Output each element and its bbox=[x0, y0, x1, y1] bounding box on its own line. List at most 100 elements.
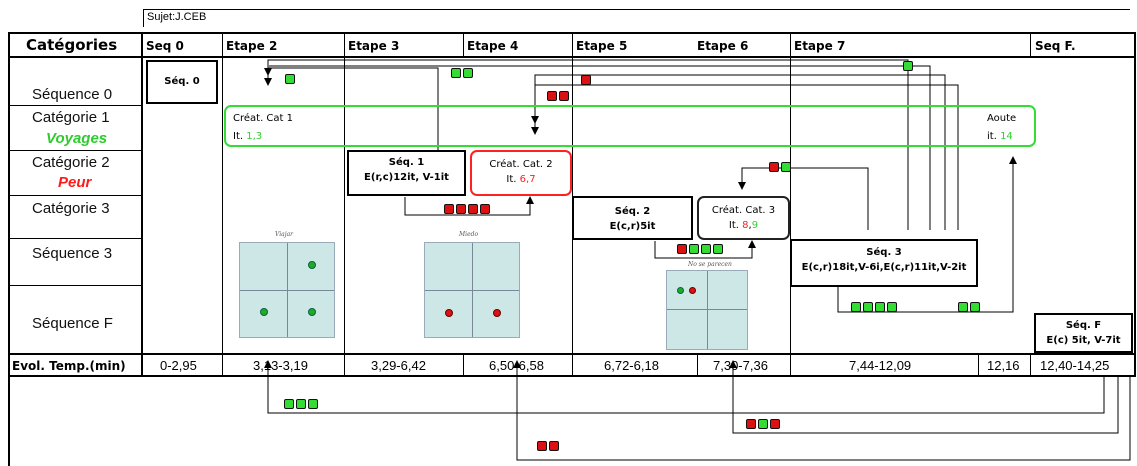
box-cat1-end-title: Aoute bbox=[987, 113, 1017, 124]
picture-grid bbox=[666, 270, 748, 350]
box-cat2-it-prefix: It. bbox=[506, 174, 520, 185]
col-header-etape4: Etape 4 bbox=[467, 39, 519, 53]
row-label-categorie2: Catégorie 2 bbox=[32, 154, 110, 171]
box-cat3-it: It. 8,9 bbox=[699, 218, 788, 233]
box-cat2-it-value: 6,7 bbox=[519, 174, 536, 185]
box-cat3: Créat. Cat. 3 It. 8,9 bbox=[697, 196, 790, 240]
red-iteration-square bbox=[480, 204, 490, 214]
green-iteration-square bbox=[758, 419, 768, 429]
picture-miedo: Miedo bbox=[422, 232, 522, 340]
box-cat1-it-value: 1,3 bbox=[246, 131, 263, 142]
row-line bbox=[8, 150, 142, 151]
row-line bbox=[8, 238, 142, 239]
picture-caption: Viajar bbox=[275, 231, 294, 238]
box-cat1-it-prefix: It. bbox=[233, 131, 247, 142]
subject-tab-top bbox=[143, 9, 1130, 10]
connector bbox=[264, 360, 1105, 414]
box-cat3-it-value-b: 9 bbox=[751, 220, 759, 231]
evol-value-seq0: 0-2,95 bbox=[160, 358, 197, 373]
green-iteration-square bbox=[296, 399, 306, 409]
green-iteration-square bbox=[887, 302, 897, 312]
row-label-sequenceF: Séquence F bbox=[32, 315, 113, 332]
connector bbox=[513, 360, 1131, 461]
box-seq0-title: Séq. 0 bbox=[164, 76, 200, 87]
green-iteration-square bbox=[308, 399, 318, 409]
red-iteration-square bbox=[444, 204, 454, 214]
col-line bbox=[697, 355, 698, 377]
box-seq2-line2: E(c,r)5it bbox=[609, 221, 656, 232]
box-seq0: Séq. 0 bbox=[146, 60, 218, 104]
box-cat1-end-it-value: 14 bbox=[1000, 131, 1013, 142]
dot-red bbox=[445, 309, 453, 317]
box-seq2: Séq. 2 E(c,r)5it bbox=[572, 196, 693, 240]
categories-header: Catégories bbox=[26, 36, 118, 54]
red-iteration-square bbox=[559, 91, 569, 101]
col-header-seqF: Seq F. bbox=[1035, 39, 1076, 53]
col-line bbox=[1030, 32, 1031, 56]
box-seq3-title: Séq. 3 bbox=[866, 247, 902, 258]
col-header-etape6: Etape 6 bbox=[697, 39, 749, 53]
red-iteration-square bbox=[547, 91, 557, 101]
col-line bbox=[141, 32, 143, 377]
dot-red bbox=[493, 309, 501, 317]
green-iteration-square bbox=[903, 61, 913, 71]
green-iteration-square bbox=[284, 399, 294, 409]
col-header-etape3: Etape 3 bbox=[348, 39, 400, 53]
dot-green bbox=[308, 308, 316, 316]
connector bbox=[269, 65, 931, 230]
green-iteration-square bbox=[958, 302, 968, 312]
subject-label: Sujet:J.CEB bbox=[147, 11, 207, 23]
box-cat3-it-sep: , bbox=[748, 220, 752, 231]
evol-value-seqF: 12,40-14,25 bbox=[1040, 358, 1110, 373]
green-iteration-square bbox=[285, 74, 295, 84]
box-cat3-it-prefix: It. bbox=[728, 220, 743, 231]
box-seqF-line2: E(c) 5it, V-7it bbox=[1046, 335, 1121, 346]
col-line bbox=[1030, 355, 1031, 377]
box-cat1-end-it: it. 14 bbox=[987, 129, 1013, 144]
green-iteration-square bbox=[701, 244, 711, 254]
red-iteration-square bbox=[468, 204, 478, 214]
box-cat2-it: It. 6,7 bbox=[472, 172, 570, 187]
grid-line bbox=[425, 290, 519, 291]
col-header-etape2: Etape 2 bbox=[226, 39, 278, 53]
row-label-categorie1: Catégorie 1 bbox=[32, 109, 110, 126]
box-seqF-title: Séq. F bbox=[1065, 320, 1102, 331]
dot-red bbox=[689, 287, 696, 294]
col-line bbox=[790, 32, 791, 377]
green-iteration-square bbox=[463, 68, 473, 78]
green-iteration-square bbox=[875, 302, 885, 312]
col-line bbox=[463, 32, 464, 56]
box-seq2-title: Séq. 2 bbox=[614, 206, 651, 217]
connector bbox=[729, 360, 1119, 434]
col-header-seq0: Seq 0 bbox=[146, 39, 184, 53]
box-cat1: Créat. Cat 1 It. 1,3 Aoute it. 14 bbox=[224, 105, 1036, 147]
dot-green bbox=[260, 308, 268, 316]
connector bbox=[404, 196, 534, 216]
box-seq1-title: Séq. 1 bbox=[388, 157, 425, 168]
picture-caption: Miedo bbox=[459, 231, 479, 238]
evol-value-etape5: 6,72-6,18 bbox=[604, 358, 659, 373]
picture-grid bbox=[424, 242, 520, 338]
red-iteration-square bbox=[549, 441, 559, 451]
picture-no-se-parecen: No se parecen bbox=[664, 262, 750, 352]
evol-value-etape6: 7,30-7,36 bbox=[713, 358, 768, 373]
evol-value-etape2: 3,13-3,19 bbox=[253, 358, 308, 373]
picture-viajar: Viajar bbox=[237, 232, 337, 340]
row-label-categorie3: Catégorie 3 bbox=[32, 200, 110, 217]
dot-green bbox=[308, 261, 316, 269]
green-iteration-square bbox=[713, 244, 723, 254]
col-line bbox=[222, 32, 223, 377]
lower-left-border bbox=[8, 377, 10, 466]
green-iteration-square bbox=[970, 302, 980, 312]
evol-value-etape3: 3,29-6,42 bbox=[371, 358, 426, 373]
box-cat3-title: Créat. Cat. 3 bbox=[711, 205, 776, 216]
row-line bbox=[8, 105, 142, 106]
box-seq3: Séq. 3 E(c,r)18it,V-6i,E(c,r)11it,V-2it bbox=[790, 239, 978, 287]
evol-value-12-16: 12,16 bbox=[987, 358, 1020, 373]
green-iteration-square bbox=[851, 302, 861, 312]
red-iteration-square bbox=[581, 75, 591, 85]
col-line bbox=[978, 355, 979, 377]
green-iteration-square bbox=[451, 68, 461, 78]
